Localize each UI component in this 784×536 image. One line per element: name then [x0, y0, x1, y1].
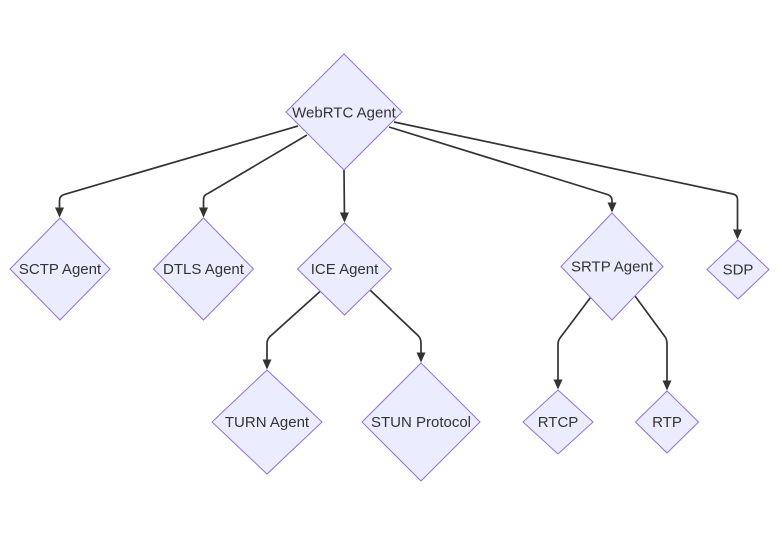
node-label: ICE Agent: [311, 261, 379, 278]
node-sdp: SDP: [706, 239, 770, 300]
diamond-shape: [361, 362, 481, 482]
node-dtls-agent: DTLS Agent: [152, 217, 255, 321]
node-label: RTCP: [538, 414, 579, 431]
node-srtp-agent: SRTP Agent: [560, 212, 664, 321]
diamond-shape: [706, 239, 770, 300]
node-label: DTLS Agent: [163, 261, 245, 278]
diamond-shape: [560, 212, 664, 321]
node-label: RTP: [652, 414, 682, 431]
node-ice-agent: ICE Agent: [296, 222, 393, 316]
edge-webrtc-srtp: [388, 126, 617, 213]
node-stun-protocol: STUN Protocol: [361, 362, 481, 482]
edge-webrtc-sdp: [393, 121, 742, 240]
edge-srtp-rtcp: [553, 296, 592, 390]
edge-ice-turn: [262, 290, 321, 370]
edge-ice-stun: [369, 289, 426, 363]
diamond-shape: [211, 369, 323, 475]
node-label: SCTP Agent: [19, 261, 102, 278]
diamond-shape: [152, 217, 255, 321]
edge-webrtc-dtls: [199, 134, 308, 218]
node-sctp-agent: SCTP Agent: [9, 217, 111, 321]
edge-layer: [55, 121, 742, 391]
node-rtcp: RTCP: [522, 389, 594, 455]
diamond-shape: [285, 53, 403, 171]
node-label: TURN Agent: [225, 414, 310, 431]
diamond-shape: [522, 389, 594, 455]
diamond-shape: [634, 390, 700, 454]
node-label: WebRTC Agent: [292, 105, 396, 122]
diamond-shape: [296, 222, 393, 316]
node-rtp: RTP: [634, 390, 700, 454]
diamond-shape: [9, 217, 111, 321]
edge-webrtc-sctp: [55, 125, 299, 218]
node-label: SRTP Agent: [571, 259, 654, 276]
node-turn-agent: TURN Agent: [211, 369, 323, 475]
node-webrtc-agent: WebRTC Agent: [285, 53, 403, 171]
edge-webrtc-ice: [339, 169, 349, 223]
edge-srtp-rtp: [634, 295, 672, 391]
node-label: STUN Protocol: [371, 414, 471, 431]
node-label: SDP: [723, 262, 754, 279]
